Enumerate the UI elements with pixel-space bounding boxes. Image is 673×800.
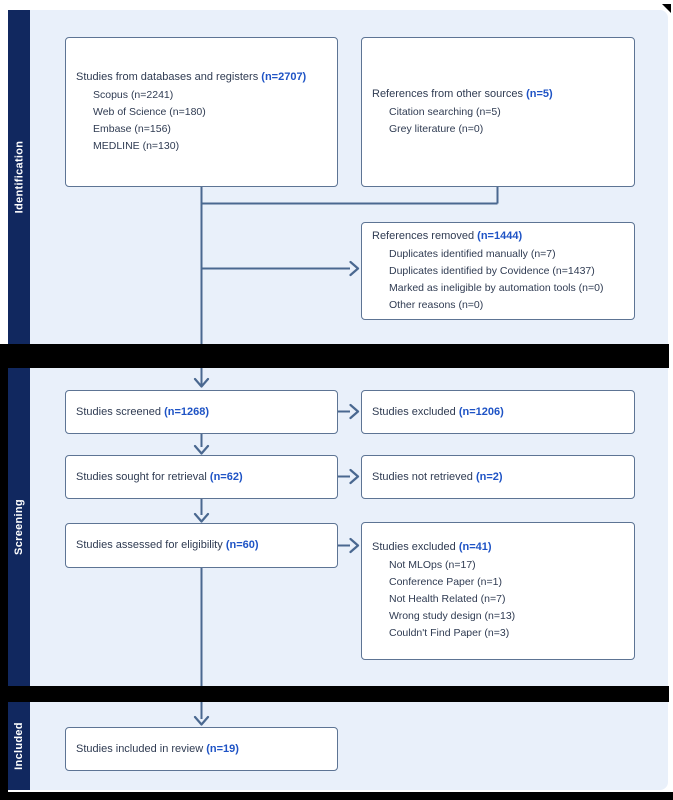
left-edge-bar bbox=[0, 344, 8, 800]
box-heading-text: Studies not retrieved bbox=[372, 470, 473, 483]
box-heading: Studies from databases and registers (n=… bbox=[76, 70, 329, 85]
box-heading-text: References removed bbox=[372, 229, 475, 242]
box-studies-included: Studies included in review (n=19) bbox=[65, 727, 338, 771]
box-references-other-sources: References from other sources (n=5) Cita… bbox=[361, 37, 635, 187]
box-count: (n=19) bbox=[206, 742, 239, 755]
box-count: (n=1268) bbox=[164, 405, 210, 418]
box-count: (n=1206) bbox=[458, 405, 504, 418]
box-heading: Studies assessed for eligibility (n=60) bbox=[76, 538, 329, 553]
box-heading-text: References from other sources bbox=[372, 87, 524, 100]
box-item-list: Duplicates identified manually (n=7) Dup… bbox=[372, 246, 626, 314]
box-item: Wrong study design (n=13) bbox=[389, 610, 516, 622]
box-heading: Studies included in review (n=19) bbox=[76, 742, 329, 757]
box-heading: References removed (n=1444) bbox=[372, 229, 626, 244]
box-item: Embase (n=156) bbox=[93, 122, 171, 135]
box-item: Not Health Related (n=7) bbox=[389, 593, 506, 605]
box-item: Scopus (n=2241) bbox=[93, 88, 174, 101]
box-heading-text: Studies sought for retrieval bbox=[76, 470, 207, 483]
box-item: Duplicates identified by Covidence (n=14… bbox=[389, 264, 595, 277]
box-item-list: Not MLOps (n=17) Conference Paper (n=1) … bbox=[372, 557, 626, 642]
box-heading-text: Studies assessed for eligibility bbox=[76, 539, 223, 551]
box-item: Couldn't Find Paper (n=3) bbox=[389, 627, 510, 639]
section-label-screening: Screening bbox=[8, 368, 30, 686]
box-count: (n=5) bbox=[526, 87, 553, 100]
box-item: Other reasons (n=0) bbox=[389, 298, 484, 311]
box-count: (n=60) bbox=[225, 539, 259, 551]
box-heading: Studies excluded (n=1206) bbox=[372, 405, 626, 420]
box-heading: References from other sources (n=5) bbox=[372, 87, 626, 102]
box-heading: Studies excluded (n=41) bbox=[372, 540, 626, 555]
box-count: (n=62) bbox=[209, 470, 243, 483]
box-item: Citation searching (n=5) bbox=[389, 105, 501, 118]
box-item-list: Scopus (n=2241) Web of Science (n=180) E… bbox=[76, 87, 329, 155]
box-heading-text: Studies included in review bbox=[76, 742, 204, 755]
box-item-list: Citation searching (n=5) Grey literature… bbox=[372, 104, 626, 138]
box-heading-text: Studies excluded bbox=[372, 405, 456, 418]
box-heading-text: Studies from databases and registers bbox=[76, 70, 259, 83]
box-item: Web of Science (n=180) bbox=[93, 105, 206, 118]
box-studies-excluded-eligibility: Studies excluded (n=41) Not MLOps (n=17)… bbox=[361, 522, 635, 660]
box-count: (n=41) bbox=[458, 541, 492, 553]
box-studies-assessed: Studies assessed for eligibility (n=60) bbox=[65, 523, 338, 568]
box-item: Not MLOps (n=17) bbox=[389, 559, 476, 571]
box-heading-text: Studies screened bbox=[76, 405, 161, 418]
box-count: (n=1444) bbox=[477, 229, 523, 242]
corner-mark bbox=[662, 4, 671, 13]
box-studies-sought: Studies sought for retrieval (n=62) bbox=[65, 455, 338, 499]
bottom-edge-bar bbox=[0, 792, 673, 800]
box-count: (n=2707) bbox=[261, 70, 307, 83]
box-heading-text: Studies excluded bbox=[372, 541, 456, 553]
box-heading: Studies not retrieved (n=2) bbox=[372, 470, 626, 485]
box-studies-from-databases: Studies from databases and registers (n=… bbox=[65, 37, 338, 187]
box-item: Grey literature (n=0) bbox=[389, 122, 484, 135]
box-item: Duplicates identified manually (n=7) bbox=[389, 247, 556, 260]
section-label-identification: Identification bbox=[8, 10, 30, 344]
box-count: (n=2) bbox=[475, 470, 503, 483]
box-references-removed: References removed (n=1444) Duplicates i… bbox=[361, 222, 635, 320]
box-heading: Studies screened (n=1268) bbox=[76, 405, 329, 420]
box-studies-not-retrieved: Studies not retrieved (n=2) bbox=[361, 455, 635, 499]
section-divider-bar-bottom bbox=[0, 686, 669, 702]
box-item: Marked as ineligible by automation tools… bbox=[389, 281, 604, 294]
box-heading: Studies sought for retrieval (n=62) bbox=[76, 470, 329, 485]
box-item: Conference Paper (n=1) bbox=[389, 576, 502, 588]
section-label-included: Included bbox=[8, 702, 30, 790]
box-studies-screened: Studies screened (n=1268) bbox=[65, 390, 338, 434]
box-studies-excluded-screening: Studies excluded (n=1206) bbox=[361, 390, 635, 434]
box-item: MEDLINE (n=130) bbox=[93, 139, 180, 152]
section-divider-bar-top bbox=[0, 344, 669, 368]
